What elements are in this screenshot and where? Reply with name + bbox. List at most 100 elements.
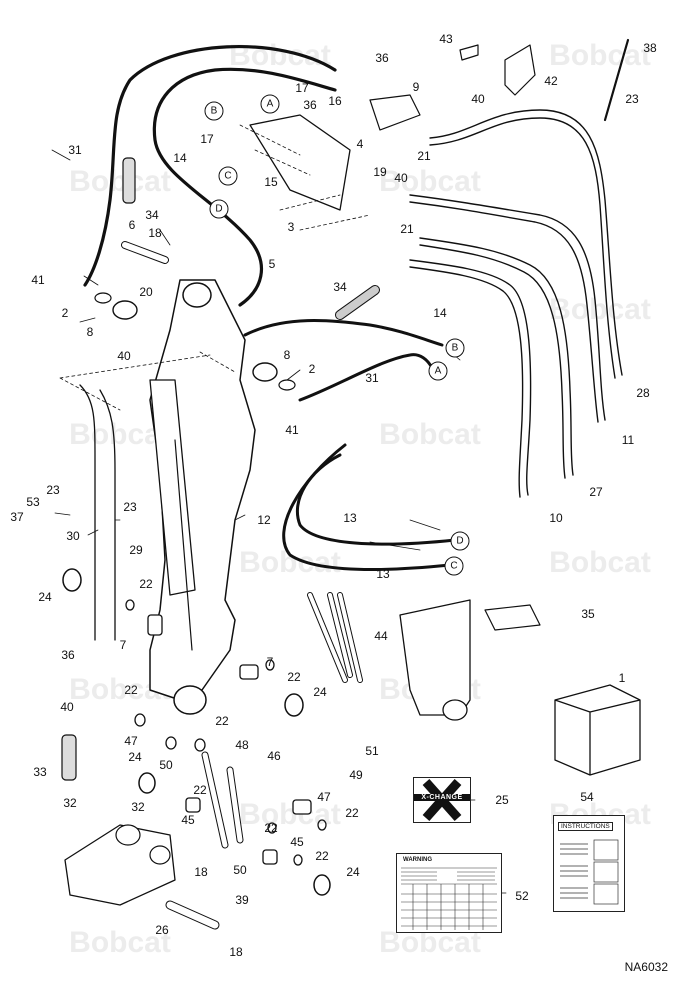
callout-3: 3 (287, 220, 295, 234)
watermark: Bobcat (549, 546, 651, 579)
tube-11b (409, 201, 599, 423)
callout-21: 21 (417, 149, 431, 163)
warning-text: WARNING (403, 857, 432, 863)
callout-35: 35 (581, 607, 595, 621)
callout-13: 13 (376, 567, 390, 581)
callout-40: 40 (471, 92, 485, 106)
box-1 (554, 684, 641, 776)
callout-34: 34 (333, 280, 347, 294)
hose-31-lower (298, 353, 434, 402)
callout-4: 4 (356, 137, 364, 151)
callout-13: 13 (343, 511, 357, 525)
watermark: Bobcat (239, 546, 341, 579)
callout-41: 41 (31, 273, 45, 287)
tube-27b (419, 244, 566, 479)
callout-5: 5 (268, 257, 276, 271)
callout-40: 40 (117, 349, 131, 363)
callout-40: 40 (394, 171, 408, 185)
callout-22: 22 (287, 670, 301, 684)
tube-10b (409, 266, 524, 498)
callout-9: 9 (412, 80, 420, 94)
callout-34: 34 (145, 208, 159, 222)
callout-33: 33 (33, 765, 47, 779)
callout-49: 49 (349, 768, 363, 782)
callout-45: 45 (290, 835, 304, 849)
stick-section (399, 599, 471, 716)
callout-24: 24 (38, 590, 52, 604)
callout-24: 24 (128, 750, 142, 764)
callout-22: 22 (315, 849, 329, 863)
callout-39: 39 (235, 893, 249, 907)
callout-23: 23 (46, 483, 60, 497)
watermark: Bobcat (379, 165, 481, 198)
callout-6: 6 (128, 218, 136, 232)
watermark: Bobcat (549, 39, 651, 72)
callout-2: 2 (61, 306, 69, 320)
callout-1: 1 (618, 671, 626, 685)
callout-38: 38 (643, 41, 657, 55)
callout-18: 18 (194, 865, 208, 879)
callout-28: 28 (636, 386, 650, 400)
callout-23: 23 (625, 92, 639, 106)
callout-17: 17 (200, 132, 214, 146)
callout-8: 8 (283, 348, 291, 362)
callout-36: 36 (61, 648, 75, 662)
boom-pivot (182, 282, 212, 308)
tube-10 (409, 259, 532, 496)
warning-table-icon (401, 867, 497, 930)
callout-47: 47 (317, 790, 331, 804)
callout-41: 41 (285, 423, 299, 437)
callout-11: 11 (621, 433, 635, 447)
callout-18: 18 (229, 945, 243, 959)
tube-28 (429, 109, 623, 376)
callout-52: 52 (515, 889, 529, 903)
callout-19: 19 (373, 165, 387, 179)
callout-50: 50 (159, 758, 173, 772)
callout-17: 17 (295, 81, 309, 95)
instructions-panels-icon (560, 839, 619, 905)
callout-22: 22 (215, 714, 229, 728)
callout-37: 37 (10, 510, 24, 524)
callout-30: 30 (66, 529, 80, 543)
tube-27 (419, 237, 574, 476)
callout-32: 32 (63, 796, 77, 810)
callout-51: 51 (365, 744, 379, 758)
callout-29: 29 (129, 543, 143, 557)
callout-21: 21 (400, 222, 414, 236)
callout-31: 31 (365, 371, 379, 385)
boom-foot (173, 685, 207, 715)
xchange-text: X-CHANGE (414, 794, 470, 801)
callout-50: 50 (233, 863, 247, 877)
tube-30 (79, 384, 96, 641)
callout-36: 36 (375, 51, 389, 65)
callout-45: 45 (181, 813, 195, 827)
cylinder-rod (174, 439, 193, 651)
connector-label: A (260, 94, 280, 114)
callout-14: 14 (173, 151, 187, 165)
callout-22: 22 (345, 806, 359, 820)
callout-43: 43 (439, 32, 453, 46)
callout-32: 32 (131, 800, 145, 814)
instructions-text: INSTRUCTIONS (558, 822, 613, 831)
hose-31 (83, 45, 337, 287)
connector-label: A (428, 361, 448, 381)
callout-22: 22 (124, 683, 138, 697)
callout-26: 26 (155, 923, 169, 937)
instructions-decal: INSTRUCTIONS (553, 815, 625, 912)
callout-15: 15 (264, 175, 278, 189)
callout-22: 22 (193, 783, 207, 797)
watermark: Bobcat (549, 293, 651, 326)
connector-label: D (450, 531, 470, 551)
tube-28b (429, 117, 616, 379)
connector-label: B (445, 338, 465, 358)
callout-24: 24 (346, 865, 360, 879)
callout-14: 14 (433, 306, 447, 320)
watermark: Bobcat (229, 39, 331, 72)
hose-13-b (282, 443, 452, 571)
callout-20: 20 (139, 285, 153, 299)
connector-label: B (204, 101, 224, 121)
callout-12: 12 (257, 513, 271, 527)
tube-29 (99, 389, 116, 641)
